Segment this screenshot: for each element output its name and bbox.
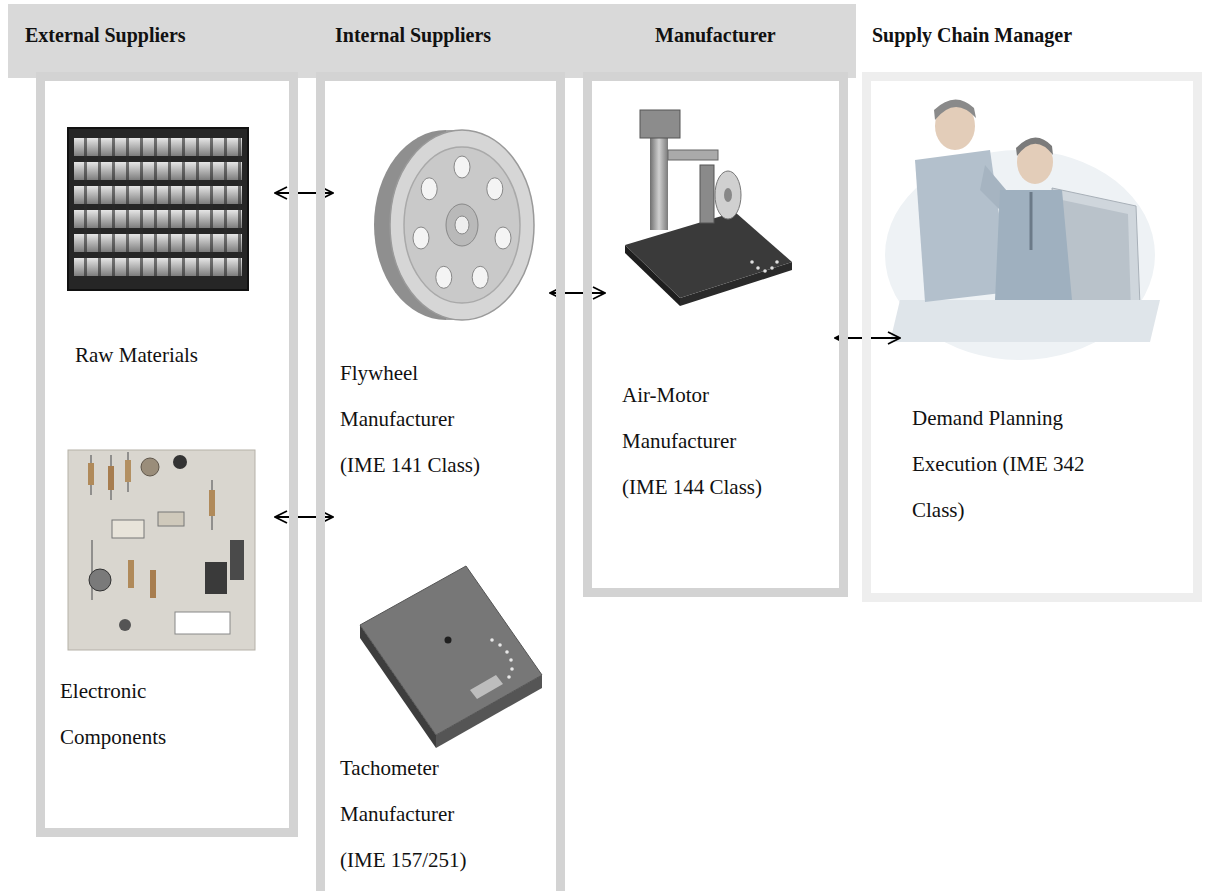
process-box: Electronic Components	[58, 440, 275, 770]
circuit-board-photo-part	[128, 560, 134, 588]
flywheel-picture-part	[455, 216, 469, 234]
air-motor-picture-part	[770, 266, 774, 270]
flywheel-picture-part	[446, 204, 478, 246]
tachometer-picture-part	[490, 638, 494, 642]
node-label: Flywheel Manufacturer (IME 141 Class)	[340, 350, 500, 488]
header-band	[8, 4, 856, 78]
circuit-board-photo-part	[230, 540, 244, 580]
circuit-board-photo-part	[108, 466, 114, 490]
flywheel-picture-part	[454, 156, 470, 178]
process-box: Raw Materials	[60, 120, 275, 385]
planners-clipart-part	[1062, 200, 1131, 312]
circuit-board-photo-part	[89, 569, 111, 591]
raw-materials-photo-part	[74, 138, 242, 276]
air-motor-picture-part	[650, 130, 668, 230]
circuit-board-photo-part	[150, 570, 156, 598]
supplier-column: ManufacturerAir-Motor Manufacturer (IME …	[583, 72, 848, 597]
node-label: Electronic Components	[60, 668, 190, 760]
flywheel-picture-part	[413, 227, 429, 249]
tachometer-picture-part	[445, 637, 452, 644]
air-motor-picture-part	[756, 266, 760, 270]
planners-clipart-part	[890, 300, 1160, 342]
planners-clipart-part	[1016, 137, 1053, 156]
air-motor-picture-part	[763, 269, 767, 273]
column-heading: Internal Suppliers	[335, 23, 491, 47]
air-motor-picture-part	[640, 110, 680, 138]
raw-materials-photo-part	[68, 128, 248, 290]
column-heading: External Suppliers	[25, 23, 186, 47]
process-box: Demand Planning Execution (IME 342 Class…	[900, 95, 1180, 540]
circuit-board-photo-part	[141, 458, 159, 476]
flywheel-picture-part	[495, 227, 511, 249]
node-label: Air-Motor Manufacturer (IME 144 Class)	[622, 372, 782, 510]
raw-materials-photo	[68, 128, 248, 290]
tachometer-picture-part	[505, 650, 509, 654]
tachometer-picture	[360, 566, 542, 748]
flywheel-picture-part	[472, 266, 488, 288]
planners-clipart-part	[995, 190, 1072, 300]
circuit-board-photo-part	[112, 520, 144, 538]
tachometer-picture-part	[510, 667, 514, 671]
supplier-column: Supply Chain ManagerDemand Planning Exec…	[862, 72, 1202, 602]
circuit-board-photo-part	[175, 612, 230, 634]
tachometer-picture-part	[509, 658, 513, 662]
circuit-board-photo-part	[88, 463, 94, 485]
planners-clipart-part	[934, 99, 976, 120]
tachometer-picture-part	[360, 566, 542, 735]
tachometer-picture-part	[507, 675, 511, 679]
tachometer-picture-part	[498, 643, 502, 647]
planners-clipart	[885, 99, 1160, 360]
column-heading: Supply Chain Manager	[872, 23, 1072, 47]
planners-clipart-part	[915, 150, 1010, 302]
column-heading: Manufacturer	[655, 23, 776, 47]
raw-materials-photo-part	[68, 128, 248, 290]
flywheel-picture-part	[390, 130, 534, 320]
circuit-board-photo-part	[91, 540, 93, 600]
air-motor-picture-part	[775, 260, 779, 264]
flywheel-picture-part	[436, 266, 452, 288]
circuit-board-photo-part	[119, 619, 131, 631]
air-motor-picture-part	[724, 188, 732, 202]
circuit-board-photo-part	[173, 455, 187, 469]
air-motor-picture	[625, 110, 792, 306]
air-motor-picture-part	[668, 150, 718, 160]
circuit-board-photo	[68, 450, 255, 650]
circuit-board-photo-part	[68, 450, 255, 650]
planners-clipart-part	[1030, 192, 1033, 250]
air-motor-picture-part	[700, 165, 714, 223]
flywheel-picture-part	[487, 178, 503, 200]
flywheel-picture	[374, 130, 534, 320]
node-label: Raw Materials	[75, 332, 225, 378]
circuit-board-photo-part	[209, 490, 215, 516]
flywheel-picture-part	[404, 147, 520, 303]
node-label: Demand Planning Execution (IME 342 Class…	[912, 395, 1097, 533]
header-band-part	[8, 4, 856, 78]
process-box: Air-Motor Manufacturer (IME 144 Class)	[605, 100, 835, 516]
circuit-board-photo-part	[205, 562, 227, 594]
supplier-column: Internal SuppliersFlywheel Manufacturer …	[316, 72, 565, 891]
flywheel-picture-part	[421, 178, 437, 200]
circuit-board-photo-part	[125, 460, 131, 482]
process-box: Tachometer Manufacturer (IME 157/251)	[333, 505, 552, 889]
supplier-column: External SuppliersRaw MaterialsElectroni…	[36, 72, 298, 837]
tachometer-picture-part	[470, 675, 503, 699]
node-label: Tachometer Manufacturer (IME 157/251)	[340, 745, 500, 883]
process-box: Flywheel Manufacturer (IME 141 Class)	[333, 125, 550, 495]
air-motor-picture-part	[750, 260, 754, 264]
circuit-board-photo-part	[158, 512, 184, 526]
air-motor-picture-part	[715, 171, 741, 219]
